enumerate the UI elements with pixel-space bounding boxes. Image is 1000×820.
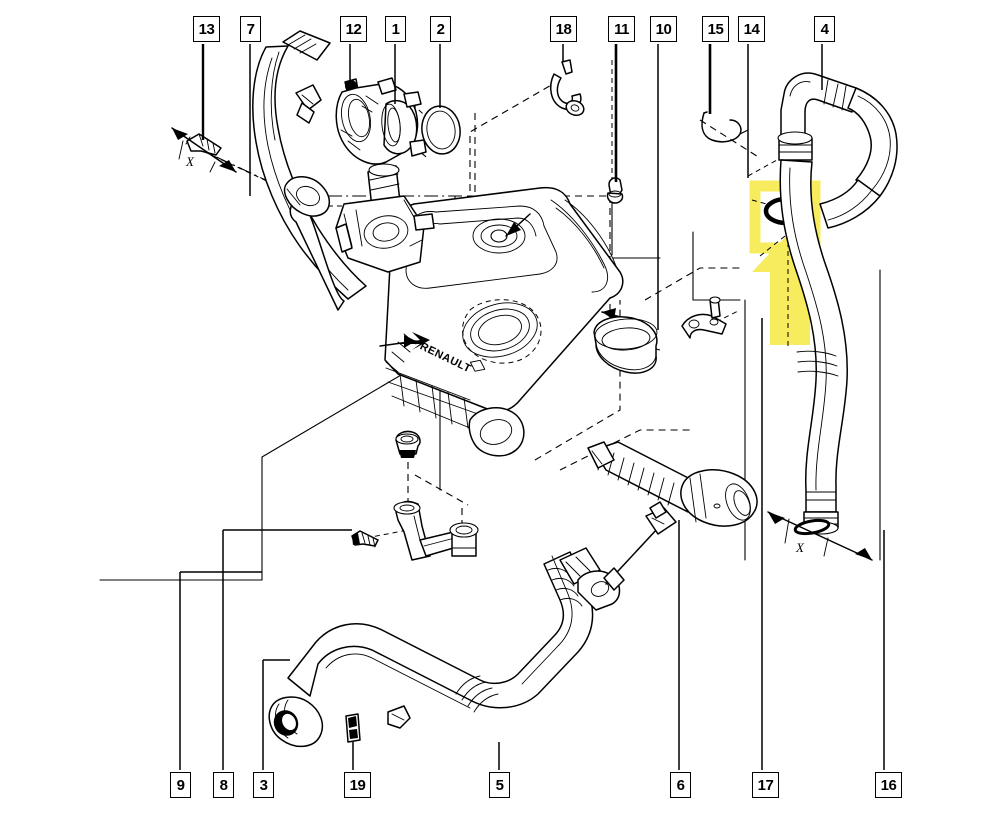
callout-2[interactable]: 2 (430, 16, 451, 42)
callout-4[interactable]: 4 (814, 16, 835, 42)
part-6-turbo-outlet-pipe (587, 441, 758, 527)
callout-6[interactable]: 6 (670, 772, 691, 798)
part-17-hose-mounting-bracket (681, 296, 727, 339)
callout-13[interactable]: 13 (193, 16, 220, 42)
part-13-egr-pipe-bolt: X (171, 127, 237, 173)
callout-16[interactable]: 16 (875, 772, 902, 798)
callout-leader-lines (179, 44, 885, 770)
pressure-sensor-rod (603, 501, 677, 591)
part-9-pipe-support-bracket (393, 430, 479, 561)
part-19-hose-retaining-clip (345, 713, 361, 743)
svg-text:X: X (795, 540, 805, 555)
part-16-hose-end-o-ring: X (767, 511, 873, 561)
callout-9[interactable]: 9 (170, 772, 191, 798)
egr-valve-assembly (335, 163, 435, 273)
callout-5[interactable]: 5 (489, 772, 510, 798)
part-7-egr-pipe (252, 30, 367, 311)
callout-14[interactable]: 14 (738, 16, 765, 42)
part-11-stud-grommet (606, 177, 624, 204)
part-15-retaining-spring-clip (701, 111, 749, 143)
callout-11[interactable]: 11 (608, 16, 635, 42)
callout-18[interactable]: 18 (550, 16, 577, 42)
callout-19[interactable]: 19 (344, 772, 371, 798)
part-10-intake-collar-seal (593, 316, 658, 374)
part-8-bracket-bolt (351, 530, 379, 548)
callout-7[interactable]: 7 (240, 16, 261, 42)
callout-3[interactable]: 3 (253, 772, 274, 798)
part-2-throttle-body-seal-ring (421, 105, 461, 155)
engine-cam-cover: RENAULT (379, 186, 647, 457)
callout-12[interactable]: 12 (340, 16, 367, 42)
part-18-hose-clamp-bracket (549, 59, 585, 117)
callout-10[interactable]: 10 (650, 16, 677, 42)
callout-17[interactable]: 17 (752, 772, 779, 798)
part-5-lower-air-intake-hose (268, 547, 621, 748)
callout-15[interactable]: 15 (702, 16, 729, 42)
svg-text:X: X (185, 154, 195, 169)
part-1-throttle-body (335, 77, 427, 165)
callout-1[interactable]: 1 (385, 16, 406, 42)
callout-8[interactable]: 8 (213, 772, 234, 798)
